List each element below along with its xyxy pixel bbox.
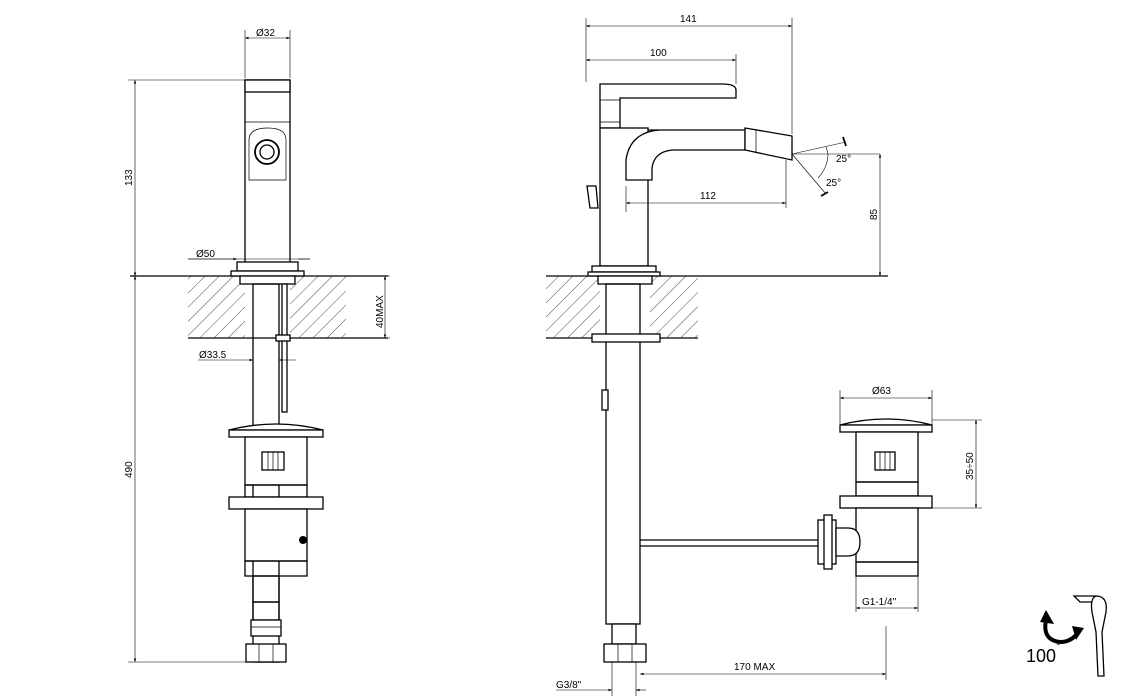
dim-40-max: 40MAX	[375, 295, 386, 328]
rotation-arrow-icon	[1043, 619, 1080, 645]
dim-diameter-32: Ø32	[256, 28, 275, 39]
dim-170-max: 170 MAX	[734, 662, 775, 673]
spout-side	[625, 129, 746, 181]
rod-clamp	[601, 389, 609, 411]
bidet-nozzle	[744, 127, 793, 161]
lever-handle-side	[599, 83, 737, 129]
hose-nut-side	[603, 643, 647, 663]
dim-height-133: 133	[124, 169, 135, 186]
waste-body-side	[855, 507, 919, 563]
base-flange-side	[591, 265, 657, 273]
base-flange	[236, 261, 299, 272]
dim-35-50: 35÷50	[965, 452, 976, 480]
rotation-degree-unit: °	[1056, 641, 1060, 653]
dim-length-490: 490	[124, 461, 135, 478]
faucet-body-front	[244, 79, 291, 273]
dim-diameter-33-5: Ø33.5	[199, 350, 227, 361]
dim-diameter-50: Ø50	[196, 249, 215, 260]
dim-width-112: 112	[700, 191, 716, 202]
rotation-label: 100	[1026, 646, 1056, 666]
lever-handle-front	[244, 79, 291, 93]
waste-nut-side	[839, 495, 933, 509]
waste-assembly: Ø63 35÷50 G1-1/4"	[817, 386, 982, 612]
hose-nut-front	[245, 643, 287, 663]
dim-diameter-63: Ø63	[872, 386, 891, 397]
waste-cap-side	[839, 418, 933, 426]
angle-lower-25: 25°	[826, 178, 841, 189]
lever-icon	[1090, 595, 1107, 677]
dim-g1-1-4: G1-1/4"	[862, 597, 897, 608]
dim-g3-8: G3/8"	[556, 680, 582, 691]
dim-width-100: 100	[650, 48, 667, 59]
front-view: Ø32 133 490 Ø50 40MAX Ø33.5	[124, 28, 390, 663]
dim-width-141: 141	[680, 14, 697, 25]
pop-up-rod	[281, 283, 288, 413]
angle-upper-25: 25°	[836, 154, 851, 165]
lever-rotation-symbol: 100 °	[1026, 595, 1107, 677]
dim-height-85: 85	[869, 208, 880, 220]
waste-nut-front	[228, 496, 324, 510]
side-view: 141 100 112 25° 25° 85 G3/8" 170 MAX	[546, 14, 888, 696]
side-lever	[586, 185, 599, 209]
spray-nozzle	[254, 139, 280, 165]
waste-cap-front	[228, 423, 324, 431]
